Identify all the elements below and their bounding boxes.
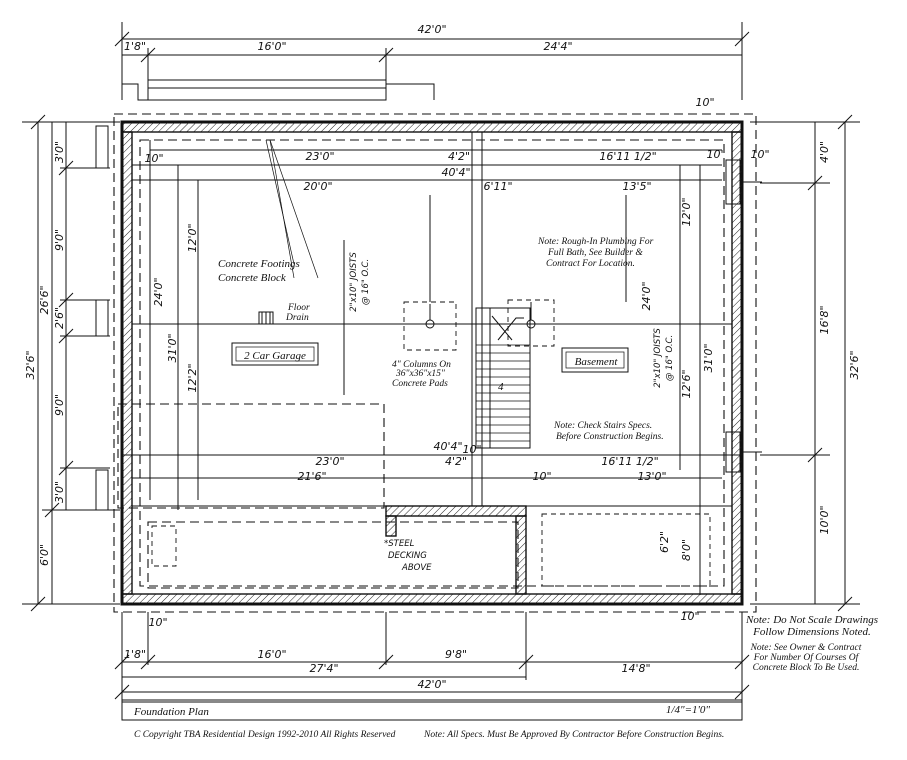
- label-steel-3: ABOVE: [401, 563, 432, 573]
- dim-in-42-bot: 4'2": [445, 455, 467, 468]
- dim-bot-d: 14'8": [621, 662, 650, 675]
- dim-v-12-r: 12'0": [680, 197, 693, 226]
- joists-left-line1: 2"x10" JOISTS: [349, 252, 359, 312]
- dim-in-40: 40'4": [441, 166, 470, 179]
- dim-left-30a: 3'0": [53, 141, 66, 163]
- joists-right-line1: 2"x10" JOISTS: [653, 328, 663, 388]
- dim-left-30b: 3'0": [53, 481, 66, 503]
- dim-in-130: 13'0": [637, 470, 666, 483]
- label-columns-3: Concrete Pads: [392, 379, 448, 389]
- joists-right-line2: @ 16" O.C.: [665, 335, 675, 381]
- dim-bot-10-r: 10": [680, 610, 699, 623]
- dim-left-326: 32'6": [24, 350, 37, 379]
- dim-in-10d: 10": [462, 443, 481, 456]
- dim-right-10: 10": [750, 148, 769, 161]
- note-block-3: Concrete Block To Be Used.: [753, 663, 860, 673]
- note-block-1: Note: See Owner & Contract: [750, 643, 862, 653]
- copyright: C Copyright TBA Residential Design 1992-…: [134, 730, 396, 740]
- dim-bot-10-l: 10": [148, 616, 167, 629]
- dim-bot-overall: 42'0": [417, 678, 446, 691]
- title-block: Foundation Plan 1/4"=1'0" C Copyright TB…: [121, 699, 743, 740]
- dim-bot-a: 1'8": [124, 648, 146, 661]
- dim-top-b: 16'0": [257, 40, 286, 53]
- label-plumbing-2: Full Bath, See Builder &: [547, 248, 643, 258]
- note-scale-1: Note: Do Not Scale Drawings: [745, 614, 878, 626]
- joists-left-line2: @ 16" O.C.: [361, 259, 371, 305]
- dim-left-90b: 9'0": [53, 394, 66, 416]
- dim-right-40: 4'0": [818, 141, 831, 163]
- dim-v-126-r: 12'6": [680, 369, 693, 398]
- foundation-walls: [113, 113, 757, 613]
- label-concrete-block: Concrete Block: [218, 272, 287, 284]
- dim-left-26: 2'6": [53, 307, 66, 329]
- floor-drain-icon: [258, 311, 274, 325]
- label-plumbing-1: Note: Rough-In Plumbing For: [537, 237, 654, 247]
- dim-bot-c: 9'8": [445, 648, 467, 661]
- approval-note: Note: All Specs. Must Be Approved By Con…: [423, 729, 724, 740]
- dim-top-c: 24'4": [543, 40, 572, 53]
- dim-right-100: 10'0": [818, 505, 831, 534]
- label-floor-drain-2: Drain: [285, 313, 309, 323]
- note-block-2: For Number Of Courses Of: [753, 652, 860, 663]
- dim-in-23-bot: 23'0": [315, 455, 344, 468]
- label-stairs-1: Note: Check Stairs Specs.: [553, 421, 652, 431]
- dim-v-310-r: 31'0": [702, 343, 715, 372]
- dim-in-135: 13'5": [622, 180, 651, 193]
- dim-in-4: 4'2": [448, 150, 470, 163]
- svg-text:4: 4: [498, 381, 504, 393]
- dim-left-266: 26'6": [38, 285, 51, 314]
- bottom-dimensions: 10" 10" 1'8" 16'0" 9'8" 14'8" 27'4" 42'0…: [114, 610, 750, 700]
- column-pad-left: [403, 301, 457, 351]
- dim-bot-27: 27'4": [309, 662, 338, 675]
- column-pad-right: [507, 299, 555, 347]
- label-plumbing-3: Contract For Location.: [546, 259, 635, 269]
- right-dimensions: 32'6" 4'0" 16'8" 10'0" 10": [725, 114, 861, 612]
- dim-bot-b: 16'0": [257, 648, 286, 661]
- dim-v-240-r: 24'0": [640, 281, 653, 310]
- dim-v-310-l: 31'0": [166, 333, 179, 362]
- dim-in-40-bot: 40'4": [433, 440, 462, 453]
- dim-top-overall: 42'0": [417, 23, 446, 36]
- label-concrete-footings: Concrete Footings: [218, 258, 300, 270]
- note-scale-2: Follow Dimensions Noted.: [752, 626, 871, 638]
- dim-in-10a: 10": [144, 152, 163, 165]
- dim-v-12-l: 12'0": [186, 223, 199, 252]
- garage-interior: 12'0" 24'0" 31'0" 12'2" 10" 23'0" 4'2" 1…: [117, 132, 742, 510]
- dim-in-16-top: 16'11 1/2": [599, 150, 656, 163]
- label-columns-1: 4" Columns On: [392, 360, 451, 370]
- stairs: 4: [475, 307, 531, 449]
- left-dimensions: 32'6" 26'6" 6'0" 3'0" 9'0" 2'6" 9'0" 3'0…: [22, 114, 120, 612]
- top-dimensions: 42'0" 1'8" 16'0" 24'4" 10": [114, 22, 750, 109]
- dim-in-10b: 10": [706, 148, 725, 161]
- dim-in-16-bot: 16'11 1/2": [601, 455, 658, 468]
- steel-decking-note: *STEEL DECKING ABOVE: [384, 539, 432, 573]
- dim-in-23-top: 23'0": [305, 150, 334, 163]
- label-steel-2: DECKING: [388, 551, 427, 561]
- dim-in-216: 21'6": [297, 470, 326, 483]
- label-stairs-2: Before Construction Begins.: [556, 431, 664, 442]
- dim-left-90a: 9'0": [53, 229, 66, 251]
- dim-in-20: 20'0": [303, 180, 332, 193]
- dim-top-door: 10": [695, 96, 714, 109]
- plan-scale: 1/4"=1'0": [666, 704, 710, 716]
- label-columns-2: 36"x36"x15": [395, 369, 446, 379]
- dim-top-a: 1'8": [124, 40, 146, 53]
- dim-v-24-l: 24'0": [152, 277, 165, 306]
- basement-interior: Note: Rough-In Plumbing For Full Bath, S…: [429, 165, 715, 595]
- dim-left-60: 6'0": [38, 544, 51, 566]
- dim-v-62-r: 6'2": [658, 531, 671, 553]
- dim-right-326: 32'6": [848, 350, 861, 379]
- label-steel-1: *STEEL: [384, 539, 415, 549]
- dim-v-122-l: 12'2": [186, 363, 199, 392]
- side-notes: Note: Do Not Scale Drawings Follow Dimen…: [745, 614, 878, 673]
- dim-in-10c: 10": [532, 470, 551, 483]
- label-floor-drain-1: Floor: [287, 303, 310, 313]
- room-label-garage: 2 Car Garage: [244, 350, 306, 362]
- room-label-basement: Basement: [575, 356, 619, 368]
- dim-v-80-r: 8'0": [680, 539, 693, 561]
- dim-right-168: 16'8": [818, 305, 831, 334]
- dim-in-611: 6'11": [483, 180, 512, 193]
- plan-title: Foundation Plan: [133, 706, 209, 718]
